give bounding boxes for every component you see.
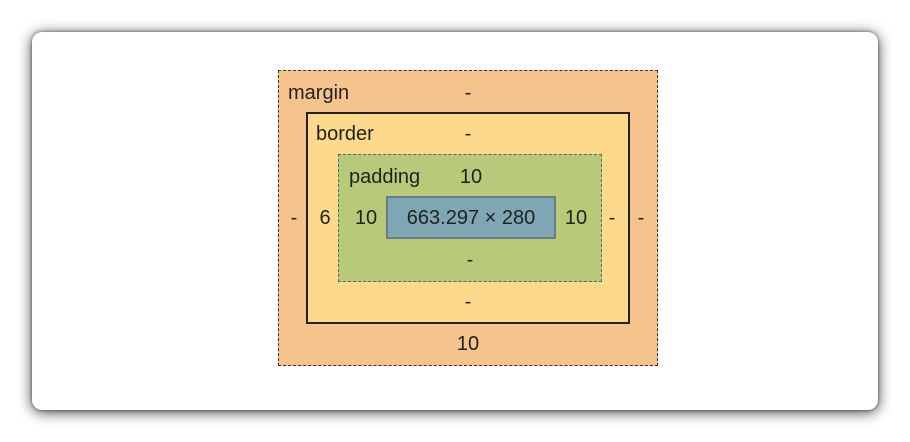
padding-top-value[interactable]: 10: [459, 166, 483, 188]
margin-label: margin: [288, 82, 350, 104]
content-size-value: 663.297 × 280: [406, 207, 536, 229]
padding-left-value[interactable]: 10: [354, 207, 378, 229]
margin-bottom-value[interactable]: 10: [456, 333, 480, 355]
border-top-value[interactable]: -: [464, 123, 472, 145]
padding-label: padding: [349, 166, 421, 188]
padding-bottom-value[interactable]: -: [466, 249, 474, 271]
border-bottom-value[interactable]: -: [464, 291, 472, 313]
border-label: border: [316, 123, 374, 145]
margin-left-value[interactable]: -: [290, 207, 298, 229]
margin-right-value[interactable]: -: [637, 207, 645, 229]
margin-top-value[interactable]: -: [464, 82, 472, 104]
padding-right-value[interactable]: 10: [564, 207, 588, 229]
border-left-value[interactable]: 6: [319, 207, 331, 229]
border-right-value[interactable]: -: [608, 207, 616, 229]
content-box[interactable]: [386, 196, 556, 239]
